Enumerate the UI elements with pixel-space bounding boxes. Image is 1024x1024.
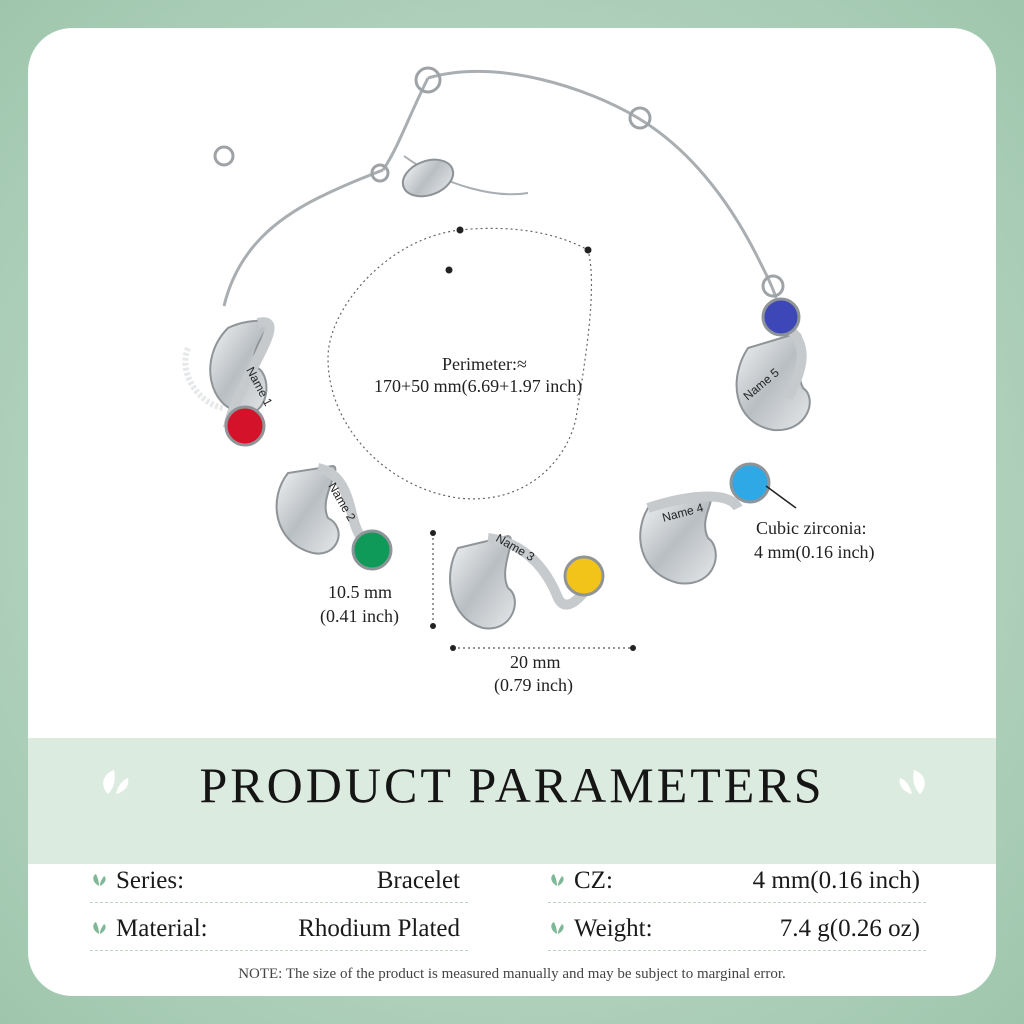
height-inch: (0.41 inch) xyxy=(320,606,399,627)
stone-yellow xyxy=(563,555,605,597)
param-value: Rhodium Plated xyxy=(298,915,460,942)
param-label: Weight: xyxy=(574,915,653,942)
stone-red xyxy=(224,405,266,447)
param-label: Series: xyxy=(116,867,185,894)
leaf-icon xyxy=(551,874,564,886)
perimeter-value: 170+50 mm(6.69+1.97 inch) xyxy=(374,376,582,397)
stone-green xyxy=(351,529,393,571)
stones xyxy=(224,297,801,597)
param-label: CZ: xyxy=(574,867,613,894)
stone-callout: Cubic zirconia: 4 mm(0.16 inch) xyxy=(754,485,874,563)
width-inch: (0.79 inch) xyxy=(494,675,573,696)
heart-link-4 xyxy=(639,491,743,585)
param-row-series: Series: Bracelet xyxy=(90,863,468,903)
chain-rings xyxy=(213,66,785,298)
width-mm: 20 mm xyxy=(510,652,561,672)
divider xyxy=(548,950,928,951)
perimeter-measure: Perimeter:≈ 170+50 mm(6.69+1.97 inch) xyxy=(327,226,593,500)
height-measure: 10.5 mm (0.41 inch) xyxy=(320,530,436,629)
chain xyxy=(222,70,778,307)
param-row-weight: Weight: 7.4 g(0.26 oz) xyxy=(548,911,928,951)
page-title: PRODUCT PARAMETERS xyxy=(199,757,825,813)
param-value: 7.4 g(0.26 oz) xyxy=(779,915,920,942)
heart-link-5 xyxy=(735,324,811,432)
product-card: Name 1 Name 2 Name 3 Name 4 Name 5 Perim… xyxy=(28,28,996,996)
stone-navy xyxy=(761,297,801,337)
leaf-icon xyxy=(551,922,564,934)
divider xyxy=(90,902,468,903)
width-measure: 20 mm (0.79 inch) xyxy=(450,645,636,696)
param-row-cz: CZ: 4 mm(0.16 inch) xyxy=(548,863,928,903)
disclaimer-note: NOTE: The size of the product is measure… xyxy=(238,966,786,982)
leaf-icon-left xyxy=(103,770,129,794)
leaf-icon xyxy=(93,874,106,886)
divider xyxy=(90,950,468,951)
leaf-icon-right xyxy=(899,770,925,794)
perimeter-label: Perimeter:≈ xyxy=(442,354,527,374)
param-value: 4 mm(0.16 inch) xyxy=(752,867,920,894)
param-label: Material: xyxy=(116,915,208,942)
divider xyxy=(548,902,928,903)
height-mm: 10.5 mm xyxy=(328,582,392,602)
heading-band xyxy=(28,738,996,864)
leaf-icon xyxy=(93,922,106,934)
lobster-clasp xyxy=(370,158,455,198)
stone-value: 4 mm(0.16 inch) xyxy=(754,542,874,563)
param-value: Bracelet xyxy=(376,867,460,894)
param-row-material: Material: Rhodium Plated xyxy=(90,911,468,951)
stone-blue xyxy=(729,462,771,504)
product-illustration: Name 1 Name 2 Name 3 Name 4 Name 5 Perim… xyxy=(182,66,874,696)
stone-label: Cubic zirconia: xyxy=(756,518,866,538)
heart-link-1 xyxy=(182,317,275,430)
